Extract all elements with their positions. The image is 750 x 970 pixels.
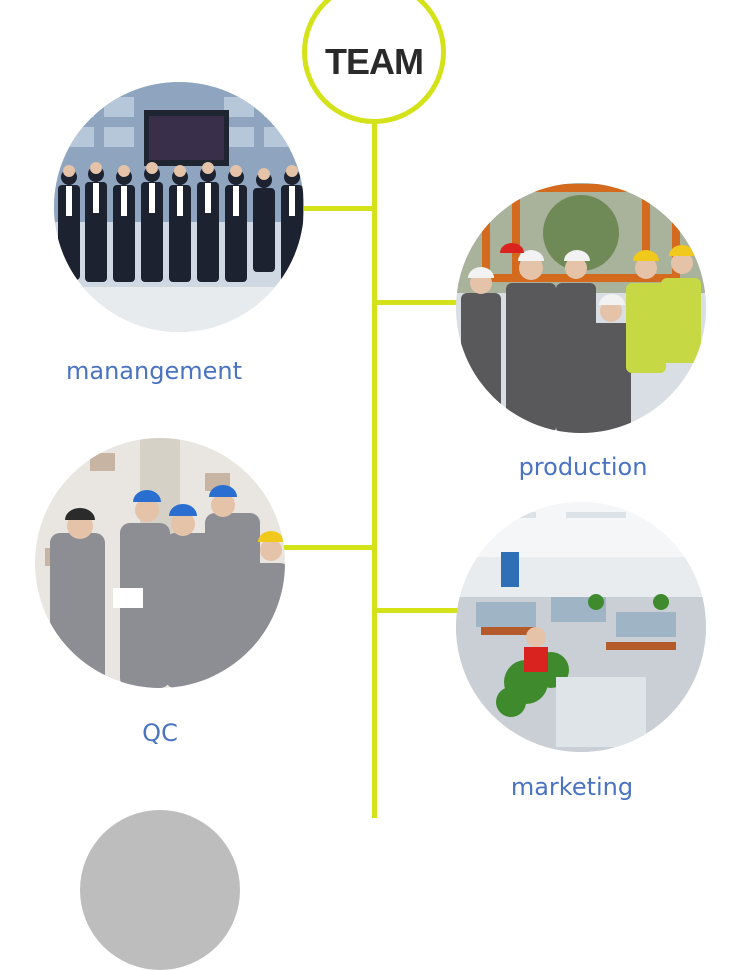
caption-management: manangement — [66, 357, 242, 385]
timeline-trunk — [372, 118, 377, 818]
page-title: TEAM — [325, 41, 424, 82]
group-photo-icon — [54, 82, 304, 332]
branch-marketing — [372, 608, 462, 613]
caption-production: production — [518, 453, 648, 481]
caption-marketing: marketing — [510, 773, 634, 801]
next-section-photo-partial — [80, 810, 240, 970]
branch-production — [372, 300, 462, 305]
caption-qc: QC — [142, 719, 178, 747]
qc-photo — [35, 438, 285, 688]
management-photo — [54, 82, 304, 332]
title-circle: TEAM — [302, 0, 446, 124]
office-photo-icon — [456, 502, 706, 752]
branch-qc — [280, 545, 375, 550]
marketing-photo — [456, 502, 706, 752]
production-photo — [456, 183, 706, 433]
branch-management — [300, 206, 375, 211]
workers-photo-icon — [456, 183, 706, 433]
inspection-photo-icon — [35, 438, 285, 688]
